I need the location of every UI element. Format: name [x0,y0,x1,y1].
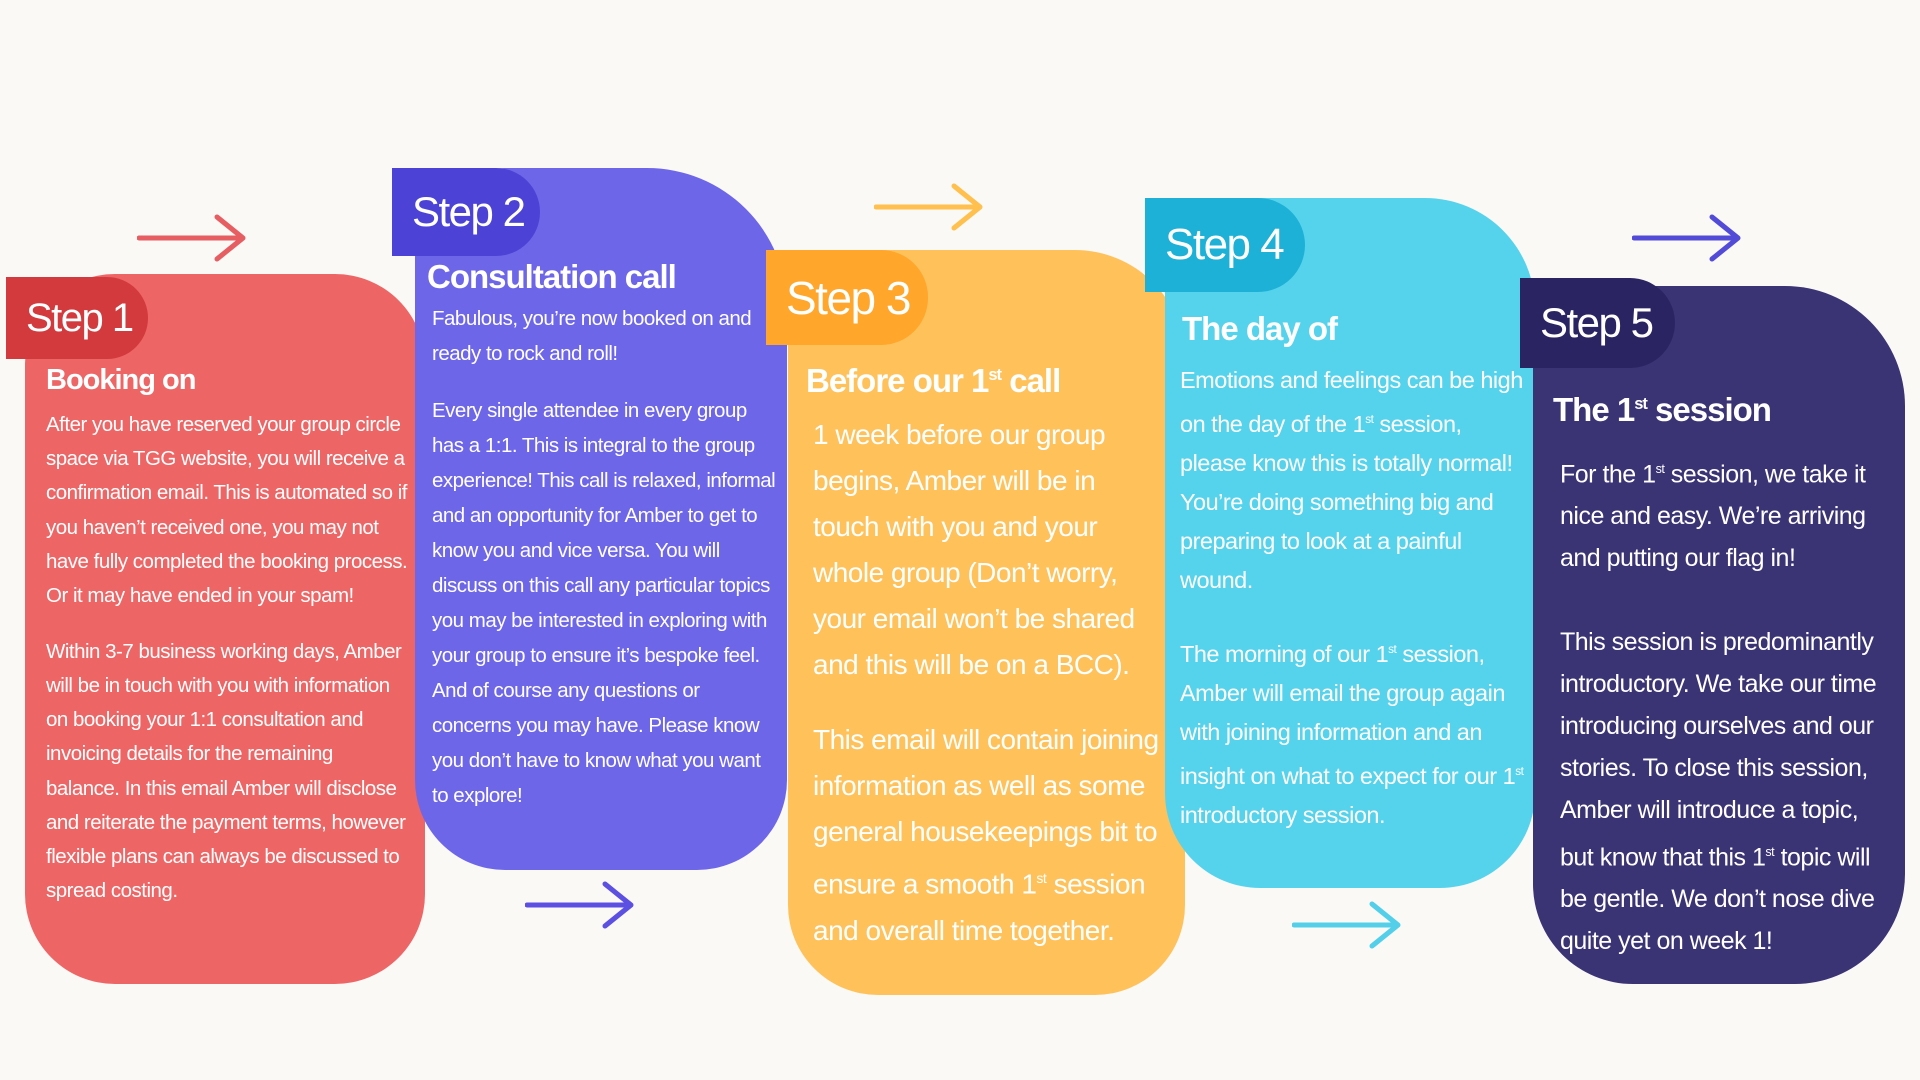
step-2-body: Fabulous, you’re now booked on and ready… [432,301,777,813]
step-3-body: 1 week before our group begins, Amber wi… [813,412,1168,954]
step-4-card: The day of Emotions and feelings can be … [1165,198,1535,888]
step-3-paragraph: 1 week before our group begins, Amber wi… [813,419,1135,680]
step-1-tag-label: Step 1 [26,295,134,340]
step-1-tag: Step 1 [6,277,148,359]
step-3-title: Before our 1st call [806,362,1061,399]
step-5-tag: Step 5 [1520,278,1675,368]
step-4-tag-label: Step 4 [1165,220,1285,269]
arrow-right-icon [1292,901,1401,949]
step-3-tag-label: Step 3 [786,271,912,324]
step-2-paragraph: Every single attendee in every group has… [432,398,776,807]
step-4-title: The day of [1182,310,1338,347]
arrow-right-icon [137,214,246,262]
step-4-body: Emotions and feelings can be high on the… [1180,361,1530,835]
arrow-right-icon [1632,214,1741,262]
step-3-card: Before our 1st call 1 week before our gr… [788,250,1185,995]
step-2-tag-label: Step 2 [412,188,526,235]
step-1-body: After you have reserved your group circl… [46,408,408,908]
arrow-right-icon [525,881,634,929]
step-4-paragraph: The morning of our 1st session, Amber wi… [1180,641,1524,829]
step-4-tag: Step 4 [1145,198,1305,292]
step-3-tag: Step 3 [766,250,928,345]
step-5-paragraph: For the 1st session, we take it nice and… [1560,460,1866,573]
step-1-title: Booking on [46,364,196,396]
step-1-paragraph: Within 3-7 business working days, Amber … [46,639,406,903]
step-5-tag-label: Step 5 [1540,299,1654,346]
step-5-card: The 1st session For the 1st session, we … [1533,286,1905,984]
step-5-paragraph: This session is predominantly introducto… [1560,627,1877,955]
step-4-paragraph: Emotions and feelings can be high on the… [1180,367,1523,593]
step-5-body: For the 1st session, we take it nice and… [1560,448,1895,962]
step-2-card: Consultation call Fabulous, you’re now b… [415,168,787,870]
step-1-paragraph: After you have reserved your group circl… [46,413,408,608]
step-2-tag: Step 2 [392,168,540,256]
arrow-right-icon [874,183,983,231]
step-5-title: The 1st session [1553,391,1772,428]
step-2-title: Consultation call [427,258,677,295]
step-2-paragraph: Fabulous, you’re now booked on and ready… [432,307,752,365]
step-1-card: Booking on After you have reserved your … [25,274,425,984]
step-3-paragraph: This email will contain joining informat… [813,724,1159,946]
